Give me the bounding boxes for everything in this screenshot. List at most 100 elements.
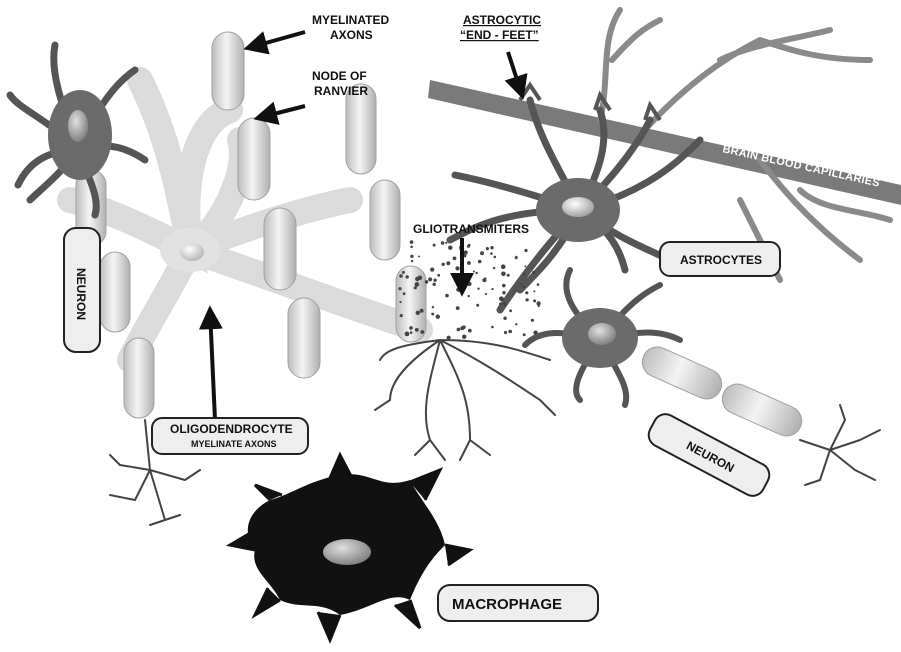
- gliotransmitter-dot: [515, 256, 518, 259]
- myelinated-axons-label-2: AXONS: [330, 28, 373, 42]
- synaptic-terminal: [375, 340, 555, 460]
- gliotransmitter-dot: [475, 272, 477, 274]
- gliotransmitter-dot: [420, 330, 424, 334]
- gliotransmitter-dot: [523, 273, 526, 276]
- gliotransmitter-dot: [467, 261, 471, 265]
- gliotransmitter-dot: [526, 298, 529, 301]
- gliotransmitter-dot: [538, 305, 540, 307]
- gliotransmitter-dot: [399, 301, 401, 303]
- gliotransmitter-dot: [446, 261, 450, 265]
- gliotransmitter-dot: [453, 257, 457, 261]
- gliotransmitter-dot: [416, 311, 420, 315]
- gliotransmitter-dot: [523, 286, 526, 289]
- gliotransmitter-dot: [398, 287, 401, 290]
- macrophage-cell: [230, 455, 470, 640]
- gliotransmitter-dot: [410, 240, 414, 244]
- gliotransmitter-dot: [494, 256, 497, 259]
- gliotransmitter-dot: [502, 284, 506, 288]
- gliotransmitter-dot: [420, 309, 424, 313]
- gliotransmitter-dot: [499, 303, 502, 306]
- gliotransmitter-dot: [532, 271, 535, 274]
- gliotransmitter-dot: [508, 330, 512, 334]
- gliotransmitter-dot: [403, 292, 406, 295]
- gliotransmitter-dot: [442, 263, 445, 266]
- gliotransmitter-dot: [460, 326, 464, 330]
- gliotransmitter-dot: [399, 274, 403, 278]
- gliotransmitter-dot: [509, 309, 512, 312]
- gliotransmitter-dot: [467, 245, 470, 248]
- gliotransmitter-dot: [441, 241, 445, 245]
- astrocytic-end-feet-label-2: “END - FEET”: [460, 28, 539, 42]
- gliotransmitter-dot: [491, 326, 494, 329]
- node-of-ranvier-label-2: RANVIER: [314, 84, 368, 98]
- oligodendrocyte-nucleus: [180, 243, 204, 261]
- astrocytic-end-feet-label: ASTROCYTIC: [463, 13, 541, 27]
- gliotransmitter-dot: [480, 251, 484, 255]
- gliotransmitter-dot: [415, 282, 420, 287]
- gliotransmitter-dot: [533, 299, 536, 302]
- astrocyte-nucleus: [562, 197, 594, 217]
- macrophage-label: MACROPHAGE: [452, 596, 562, 613]
- gliotransmitter-dot: [484, 277, 486, 279]
- gliotransmitter-dot: [430, 268, 434, 272]
- gliotransmitter-dot: [457, 328, 461, 332]
- gliotransmitter-dot: [410, 246, 413, 249]
- arrow-node-of-ranvier: [258, 106, 305, 118]
- gliotransmitter-dot: [499, 296, 504, 301]
- gliotransmitter-dot: [445, 242, 447, 244]
- gliotransmitter-dot: [515, 323, 517, 325]
- gliotransmitter-dot: [478, 260, 482, 264]
- gliotransmitter-dot: [501, 272, 506, 277]
- gliotransmitter-dot: [430, 278, 432, 280]
- myelinated-axons-label: MYELINATED: [312, 13, 389, 27]
- gliotransmitter-dot: [418, 256, 420, 258]
- gliotransmitter-dot: [531, 319, 534, 322]
- gliotransmitter-dot: [490, 252, 493, 255]
- gliotransmitter-dot: [476, 304, 479, 307]
- gliotransmitter-dot: [523, 333, 526, 336]
- gliotransmitter-dot: [418, 276, 423, 281]
- gliotransmitter-dot: [493, 267, 495, 269]
- gliotransmitter-dot: [432, 306, 434, 308]
- gliotransmitter-dot: [504, 331, 507, 334]
- gliotransmitter-dot: [486, 247, 489, 250]
- gliotransmitter-dot: [501, 264, 506, 269]
- oligodendrocyte-label: OLIGODENDROCYTE: [170, 422, 293, 436]
- gliotransmitter-dot: [525, 265, 527, 267]
- gliotransmitter-dot: [402, 271, 405, 274]
- gliotransmitter-dot: [415, 328, 419, 332]
- gliotransmitter-dot: [467, 282, 471, 286]
- gliotransmitter-dot: [410, 255, 413, 258]
- astrocytes-label: ASTROCYTES: [680, 253, 762, 267]
- gliotransmitter-dot: [462, 335, 466, 339]
- gliotransmitter-dot: [477, 288, 479, 290]
- gliotransmitter-dot: [445, 294, 449, 298]
- gliotransmitter-dot: [456, 306, 460, 310]
- gliotransmitter-dot: [425, 280, 429, 284]
- gliotransmiters-label: GLIOTRANSMITERS: [413, 222, 529, 236]
- gliotransmitter-dot: [436, 315, 440, 319]
- gliotransmitter-dot: [520, 283, 522, 285]
- gliotransmitter-dot: [455, 266, 459, 270]
- gliotransmitter-dot: [448, 246, 452, 250]
- gliotransmitter-dot: [491, 288, 493, 290]
- arrow-oligodendrocyte: [210, 310, 215, 420]
- gliotransmitter-dot: [414, 286, 417, 289]
- gliotransmitter-dot: [456, 288, 460, 292]
- oligodendrocyte-sublabel: MYELINATE AXONS: [191, 439, 277, 449]
- gliotransmitter-dot: [502, 291, 505, 294]
- neuron-left-label: NEURON: [74, 268, 88, 320]
- gliotransmitter-dot: [409, 326, 413, 330]
- gliotransmitter-dot: [431, 313, 434, 316]
- gliotransmitter-dot: [406, 275, 409, 278]
- gliotransmitter-dot: [524, 249, 527, 252]
- gliotransmitter-dot: [433, 244, 436, 247]
- gliotransmitter-dot: [537, 283, 540, 286]
- neuron-right-nucleus: [588, 323, 616, 345]
- gliotransmitter-dot: [410, 331, 413, 334]
- gliotransmitter-dot: [507, 274, 510, 277]
- gliotransmitter-dot: [468, 329, 472, 333]
- gliotransmitter-dot: [468, 295, 470, 297]
- gliotransmitter-dot: [464, 250, 468, 254]
